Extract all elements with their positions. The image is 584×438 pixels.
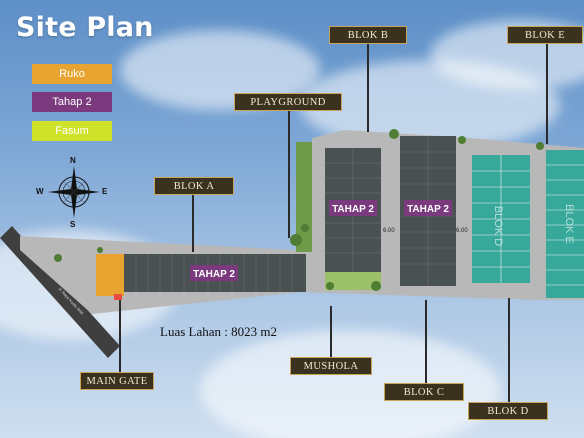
tahap2-badge-c xyxy=(404,200,452,216)
leader-playground xyxy=(288,110,290,238)
legend-label: Ruko xyxy=(59,68,85,80)
green-strip xyxy=(296,142,312,252)
svg-text:BLOK E: BLOK E xyxy=(563,204,575,244)
svg-text:6.00: 6.00 xyxy=(456,228,468,234)
compass-rose: N S E W xyxy=(36,156,116,230)
blok-d-lots xyxy=(472,155,530,283)
callout-playground: PLAYGROUND xyxy=(234,93,342,111)
callout-blok-d: BLOK D xyxy=(468,402,548,420)
svg-text:BLOK D: BLOK D xyxy=(492,206,504,246)
gate-marker xyxy=(114,294,122,300)
compass-icon xyxy=(48,166,100,218)
callout-main-gate: MAIN GATE xyxy=(80,372,154,390)
tahap2-badge-b xyxy=(329,200,377,216)
compass-w: W xyxy=(36,187,44,196)
compass-n: N xyxy=(70,156,76,165)
svg-text:TAHAP 2: TAHAP 2 xyxy=(407,204,449,215)
leader-main-gate xyxy=(119,300,121,372)
svg-text:TAHAP 2: TAHAP 2 xyxy=(332,204,374,215)
svg-text:6.00: 6.00 xyxy=(383,228,395,234)
tahap2-badge-a xyxy=(190,265,238,281)
leader-blok-d xyxy=(508,298,510,402)
callout-mushola: MUSHOLA xyxy=(290,357,372,375)
legend-tahap2: Tahap 2 xyxy=(32,92,112,112)
leader-blok-c xyxy=(425,300,427,384)
callout-blok-e: BLOK E xyxy=(507,26,583,44)
leader-blok-a xyxy=(192,194,194,252)
callout-blok-b: BLOK B xyxy=(329,26,407,44)
trees xyxy=(54,129,544,291)
leader-blok-b xyxy=(367,44,369,132)
area-text: Luas Lahan : 8023 m2 xyxy=(160,324,277,339)
callout-blok-a: BLOK A xyxy=(154,177,234,195)
mushola-area xyxy=(325,272,381,290)
compass-s: S xyxy=(70,220,76,229)
leader-mushola xyxy=(330,306,332,358)
leader-blok-e xyxy=(546,44,548,144)
callout-blok-c: BLOK C xyxy=(384,383,464,401)
svg-text:TAHAP 2: TAHAP 2 xyxy=(193,269,235,280)
legend-label: Tahap 2 xyxy=(52,96,92,108)
compass-e: E xyxy=(102,187,108,196)
blok-e-lots xyxy=(546,150,584,298)
legend-ruko: Ruko xyxy=(32,64,112,84)
page-title: Site Plan xyxy=(16,12,154,43)
legend-fasum: Fasum xyxy=(32,121,112,141)
ruko-block xyxy=(96,254,124,296)
legend-label: Fasum xyxy=(55,125,89,137)
